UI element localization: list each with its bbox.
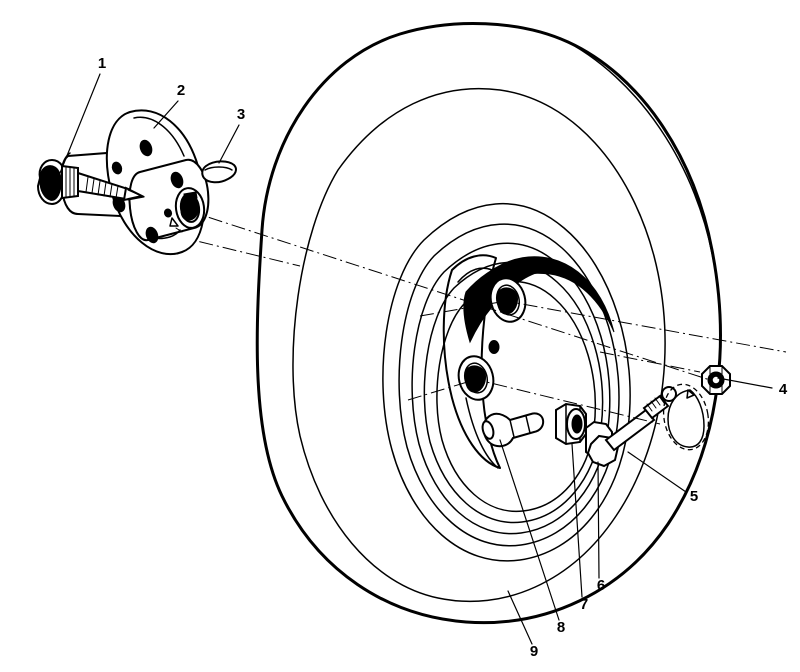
centerline-upper-lug — [499, 299, 787, 353]
hub-bottom-leader — [151, 229, 181, 240]
centerline-washer-axis — [599, 351, 701, 373]
valve-stem-base — [481, 420, 495, 440]
rim-ring-1 — [382, 203, 631, 562]
nut-4-inner-bore — [711, 375, 721, 385]
lug-nut-bore — [571, 414, 583, 434]
woodruff-key-part-3 — [201, 160, 237, 184]
leader-8 — [499, 439, 560, 621]
hex-lock-nut-part-4 — [701, 365, 731, 395]
callout-label-7: 7 — [580, 596, 588, 613]
callout-label-8: 8 — [557, 619, 565, 636]
lug-hole-upper — [489, 277, 527, 323]
tire-sidewall-inner — [292, 87, 666, 603]
hub-flange-highlight — [133, 116, 185, 157]
flange-hole-6 — [163, 208, 173, 218]
rim-ring-2 — [398, 223, 620, 547]
disc-face-lower-edge — [465, 397, 499, 469]
callout-label-1: 1 — [98, 55, 106, 72]
leader-7 — [571, 443, 583, 598]
pilot-hole — [488, 340, 500, 354]
callout-label-3: 3 — [237, 106, 245, 123]
flange-hole-2 — [170, 171, 184, 189]
backing-washer-hidden — [662, 383, 710, 451]
centerline-disc-upper — [419, 301, 501, 317]
flange-hole-3 — [111, 161, 123, 175]
callout-label-2: 2 — [177, 82, 185, 99]
rim-ring-5 — [436, 280, 597, 513]
callout-label-6: 6 — [597, 577, 605, 594]
wheel-disc-face — [442, 254, 527, 469]
bolt-1-head-shadow — [39, 165, 62, 201]
callout-layer: 1 2 3 4 5 6 7 8 9 — [57, 55, 788, 660]
washer-tab — [686, 389, 695, 399]
tire-outer-profile — [255, 22, 722, 625]
disc-face-highlight — [457, 267, 493, 283]
centerline-hub-lower — [175, 235, 301, 267]
washer-outer-hidden — [662, 383, 710, 451]
bolt-5-small-ring — [661, 386, 677, 402]
assembly-centerlines — [175, 209, 787, 425]
tire-part-9 — [255, 22, 722, 625]
flange-hole-1 — [139, 139, 153, 157]
hub-boss-left-edge — [128, 171, 149, 241]
rim-ring-4 — [423, 261, 604, 524]
lug-hole-lower — [457, 355, 495, 401]
tire-back-edge — [559, 37, 715, 265]
flange-head-bolt-part-1 — [36, 158, 145, 206]
washer-inner-visible — [667, 389, 705, 448]
bolt-1-point — [122, 186, 145, 202]
leader-2 — [153, 100, 179, 129]
valve-stem-ring — [525, 415, 531, 434]
leader-9 — [507, 590, 533, 645]
valve-stem-body — [482, 412, 545, 448]
callout-label-4: 4 — [779, 381, 788, 398]
hub-bore-shadow — [180, 195, 199, 221]
lug-nut-part-7 — [555, 402, 587, 446]
leader-5 — [627, 451, 687, 493]
centerline-main-axis — [185, 209, 711, 381]
callout-label-9: 9 — [530, 643, 538, 660]
hub-keyway-slot — [183, 191, 198, 201]
bolt-5-thread — [642, 394, 670, 420]
hub-detail-tick — [175, 227, 183, 233]
key-top-edge — [204, 166, 233, 171]
hub-set-screw-arrow — [169, 217, 179, 227]
leader-4 — [717, 377, 773, 389]
wheel-rim — [382, 203, 631, 562]
key-body — [201, 160, 237, 184]
valve-stem-part-8 — [481, 412, 545, 448]
leader-6 — [597, 461, 600, 579]
valve-stem-collar — [509, 419, 515, 438]
leader-3 — [218, 124, 240, 164]
rim-shadow-crescent-2 — [469, 256, 615, 333]
leader-1 — [57, 73, 101, 179]
callout-label-5: 5 — [690, 488, 698, 505]
centerline-disc-lower — [407, 379, 475, 401]
centerline-lower-lug — [469, 377, 661, 425]
